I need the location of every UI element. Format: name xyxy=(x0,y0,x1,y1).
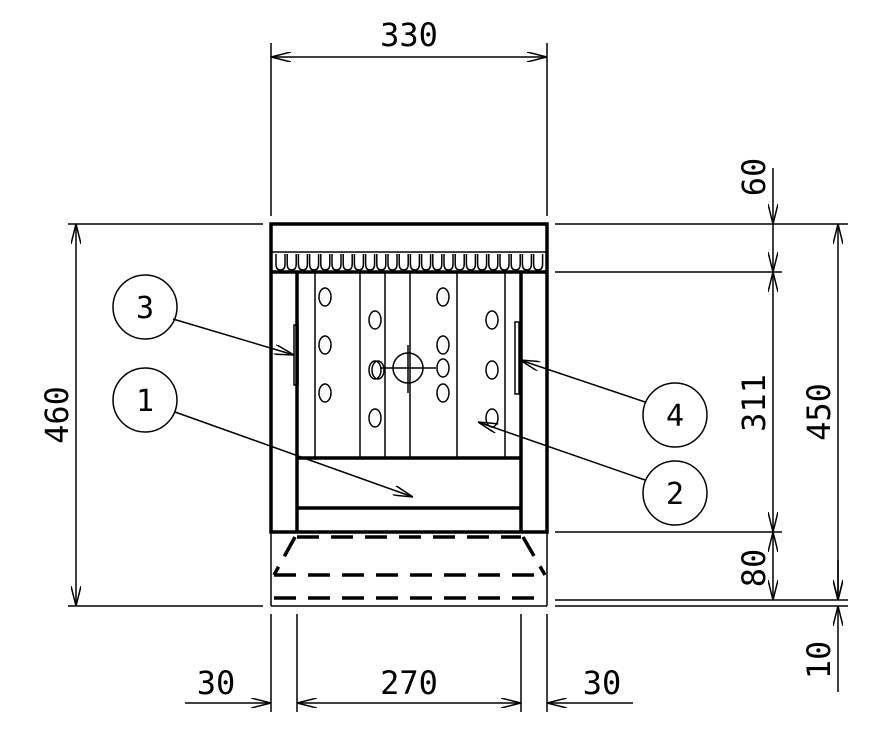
scallop xyxy=(331,254,342,271)
scallop xyxy=(499,254,510,271)
scallop xyxy=(420,254,432,271)
grill-hole xyxy=(368,408,382,428)
dim-330-text: 330 xyxy=(380,16,438,54)
grill-hole xyxy=(485,408,499,428)
cabinet-front-view xyxy=(269,222,549,607)
extension-lines xyxy=(68,43,848,712)
grill-hole xyxy=(436,358,450,378)
scallop xyxy=(286,254,297,271)
scallop xyxy=(297,254,309,271)
scallop xyxy=(443,254,454,271)
center-crosshair xyxy=(380,345,436,393)
dimension-lines xyxy=(76,57,838,703)
right-bracket xyxy=(514,321,520,395)
scallop xyxy=(432,254,443,271)
grill-hole xyxy=(368,360,382,380)
dim-311-text: 311 xyxy=(735,374,773,432)
scallop xyxy=(387,254,398,271)
dim-30-right-text: 30 xyxy=(583,664,622,702)
grill-hole xyxy=(485,360,499,380)
grill-hole xyxy=(318,335,332,355)
grill-hole xyxy=(436,383,450,403)
dim-460-text: 460 xyxy=(38,386,76,444)
dim-60-text: 60 xyxy=(735,158,773,197)
scallop xyxy=(476,254,488,271)
grill-hole xyxy=(371,360,385,380)
scallop xyxy=(364,254,376,271)
scallop xyxy=(521,254,533,271)
callout-3-text: 3 xyxy=(136,291,154,326)
callout-1-text: 1 xyxy=(136,384,154,419)
callout-4: 4 xyxy=(520,360,708,448)
grill-hole xyxy=(436,335,450,355)
scallop xyxy=(376,254,387,271)
grill-hole xyxy=(318,287,332,307)
callout-2: 2 xyxy=(478,422,708,526)
callouts: 3 1 4 2 xyxy=(112,274,708,526)
callout-1: 1 xyxy=(112,367,413,497)
scallop xyxy=(532,254,544,271)
dashed-line xyxy=(272,536,297,576)
scallop xyxy=(454,254,465,271)
scallop xyxy=(320,254,331,271)
grill-hole xyxy=(368,310,382,330)
dim-450-text: 450 xyxy=(800,383,838,441)
dim-30-left-text: 30 xyxy=(197,664,236,702)
grill-holes xyxy=(318,287,499,428)
scallop xyxy=(510,254,521,271)
scallop xyxy=(353,254,365,271)
dim-80-text: 80 xyxy=(735,549,773,588)
scallop xyxy=(342,254,353,271)
dimension-texts: 330 460 450 60 311 80 10 30 270 30 xyxy=(38,16,838,702)
dim-270-text: 270 xyxy=(380,664,438,702)
grill-hole xyxy=(485,310,499,330)
callout-4-text: 4 xyxy=(666,399,684,434)
scallop xyxy=(308,254,320,271)
scallop xyxy=(275,254,286,271)
callout-3: 3 xyxy=(112,274,294,355)
scallop xyxy=(409,254,421,271)
dim-10-text: 10 xyxy=(800,641,838,680)
cabinet-outline xyxy=(269,222,549,534)
scalloped-strip xyxy=(275,254,544,271)
grill-hole xyxy=(318,383,332,403)
scallop xyxy=(488,254,499,271)
scallop xyxy=(465,254,477,271)
callout-2-text: 2 xyxy=(666,477,684,512)
dashed-line xyxy=(521,536,547,576)
scallop xyxy=(398,254,409,271)
grill-hole xyxy=(436,287,450,307)
